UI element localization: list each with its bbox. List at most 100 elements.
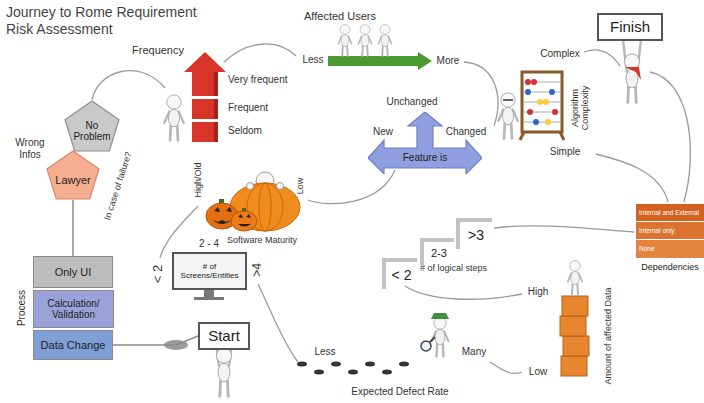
connector: [113, 336, 198, 345]
text-area: >3: [460, 222, 492, 249]
person-figure: [498, 93, 517, 139]
hand: [277, 183, 284, 190]
label: Simple: [550, 146, 581, 158]
road-curve: [405, 286, 522, 299]
scarf: [625, 67, 641, 80]
feature-arrow-outline: [368, 112, 482, 174]
text-area: Data Change: [34, 331, 112, 359]
users-arrow: [328, 52, 432, 70]
abacus-legs: [520, 132, 564, 140]
monitor-stand: [204, 290, 214, 297]
person-figure: [568, 261, 582, 295]
footprint: [297, 362, 307, 367]
abacus-rods: [524, 82, 560, 122]
outcome-pentagon-shape: [47, 151, 99, 199]
footprint: [365, 362, 375, 367]
logical-step: 2-3: [420, 238, 454, 265]
text-area: Only UI: [34, 257, 112, 287]
node-text: Dependencies: [641, 262, 699, 272]
node-text: Only UI: [55, 266, 92, 279]
feature-arrow: Feature is: [368, 112, 482, 174]
label: Amount of affected Data: [603, 288, 613, 385]
frequency-block: [192, 122, 218, 142]
bead: [549, 89, 555, 95]
node-text: >3: [468, 227, 484, 243]
bead: [527, 109, 533, 115]
footprints: [297, 362, 409, 375]
node-text: < 2: [392, 267, 412, 283]
data-cube: [561, 356, 587, 376]
label: Complex: [540, 48, 579, 60]
start-sign: Start: [198, 322, 250, 350]
bead: [552, 109, 558, 115]
person-figure: [338, 25, 351, 56]
label: New: [373, 126, 393, 138]
label: Frequent: [228, 102, 268, 114]
feature-arrow-shape: [368, 112, 482, 174]
label: Expected Defect Rate: [351, 386, 448, 398]
road-curve: [596, 154, 668, 202]
label: Affected Users: [304, 10, 376, 23]
node-text: Calculation/ Validation: [37, 298, 110, 321]
bead: [531, 79, 537, 85]
node-text: Internal only: [639, 227, 674, 234]
label: < 2: [151, 265, 166, 283]
road-curve: [584, 50, 620, 66]
dependency-band: None: [636, 240, 704, 258]
text-area: 2-3: [424, 242, 454, 265]
text-area: Dependencies: [636, 260, 704, 274]
person-figure: [378, 25, 391, 56]
person-figure: [164, 95, 183, 141]
text-area: Internal only: [636, 222, 704, 239]
logical-step: < 2: [382, 258, 417, 289]
text-area: None: [636, 240, 704, 258]
footprint: [314, 370, 324, 375]
label: More: [437, 55, 460, 67]
label: Low: [529, 366, 547, 378]
road-curve: [308, 170, 395, 204]
text-area: Calculation/ Validation: [34, 291, 113, 327]
monitor-base: [194, 297, 224, 300]
magnifier-handle: [430, 337, 435, 342]
logical-step: >3: [456, 218, 492, 249]
outcome-pentagon-shape: [65, 101, 119, 151]
data-cube: [560, 316, 586, 336]
bead: [543, 99, 549, 105]
road-curve: [464, 62, 498, 126]
label: Wrong Infos: [10, 137, 50, 160]
road-curve: [224, 44, 296, 62]
node-text: No Problem: [70, 120, 114, 143]
bead: [525, 89, 531, 95]
node-text: # of Screens/Entities: [177, 262, 242, 280]
node-text: Feature is: [403, 152, 447, 164]
text-area: Start: [200, 324, 248, 348]
label: Less: [302, 54, 323, 66]
label: >4: [251, 263, 265, 277]
label: Unchanged: [386, 96, 437, 108]
hat: [431, 313, 449, 319]
abacus-beads: [525, 79, 558, 125]
label: Frequency: [132, 44, 184, 57]
footprint: [399, 362, 409, 367]
magnifier: [421, 341, 431, 351]
frequency-arrow: [184, 52, 226, 72]
dependency-band: Internal and External: [636, 204, 704, 222]
block-shade: [214, 72, 218, 96]
pumpkin: [231, 211, 257, 231]
block-shade: [214, 99, 218, 119]
pumpkin-face: [213, 207, 232, 224]
label: Very frequent: [228, 74, 287, 86]
label: Seldom: [228, 125, 262, 137]
bead: [525, 79, 531, 85]
text-area: < 2: [386, 262, 417, 289]
node-text: Internal and External: [639, 209, 699, 216]
text-area: Feature is: [384, 148, 466, 168]
road-curve: [494, 226, 634, 232]
label: Process: [16, 290, 28, 326]
person-figure: [358, 25, 371, 56]
bead: [533, 119, 539, 125]
pumpkin-face: [238, 214, 251, 227]
block-shade: [214, 122, 218, 142]
process-box: Calculation/ Validation: [33, 290, 114, 328]
